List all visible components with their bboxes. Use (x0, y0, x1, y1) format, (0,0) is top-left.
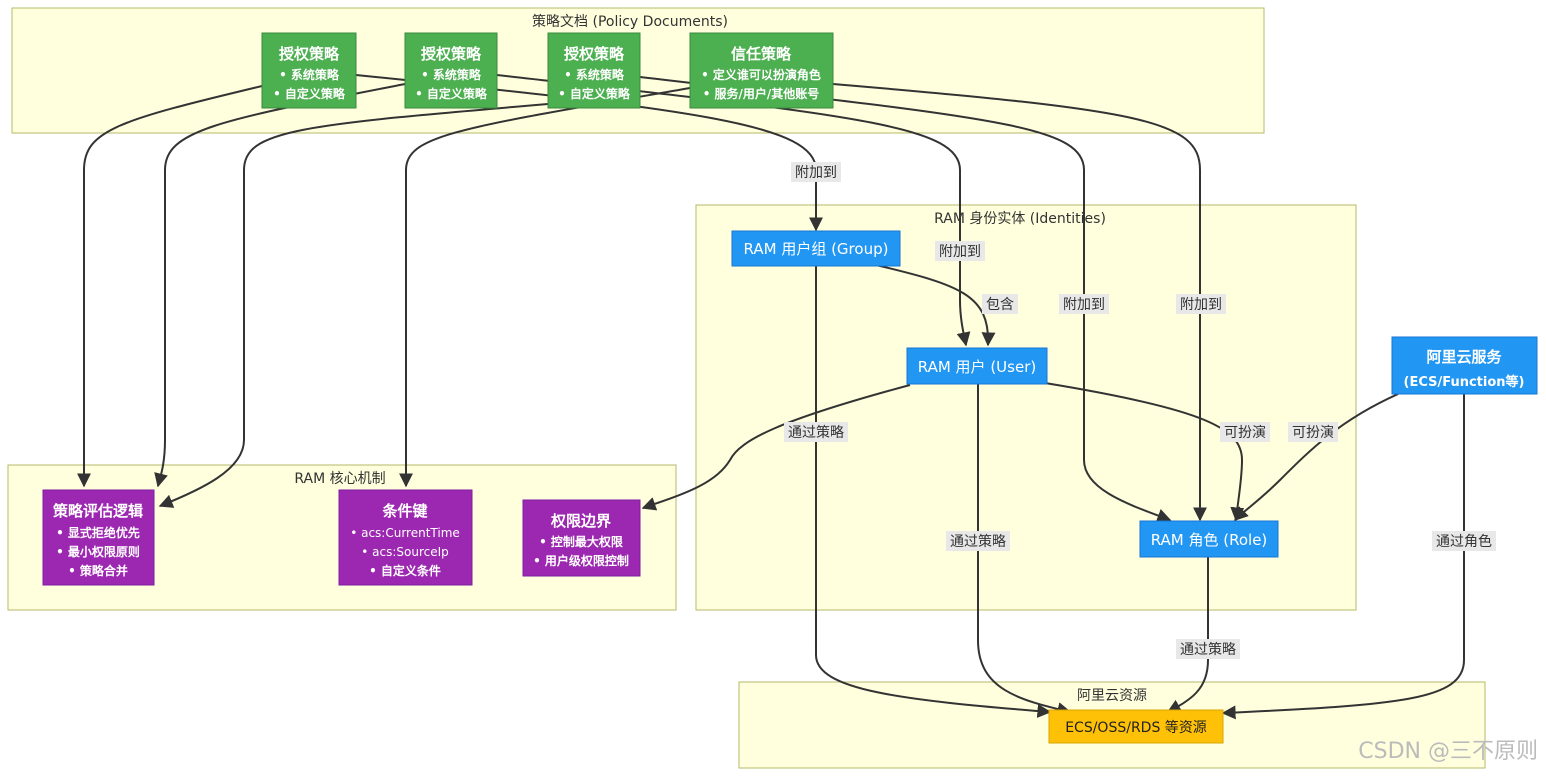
edge-trust-cond (399, 87, 691, 488)
edge-service-role (1234, 393, 1399, 521)
node-condition-keys-line-1: • acs:CurrentTime (350, 526, 460, 540)
node-trust-policy-line-2: • 服务/用户/其他账号 (703, 86, 820, 101)
label-via-role: 通过角色 (1436, 533, 1492, 550)
node-permission-boundary-line-1: • 控制最大权限 (539, 534, 623, 549)
node-aliyun-resources-title: ECS/OSS/RDS 等资源 (1065, 719, 1207, 736)
node-permission-boundary[interactable]: 权限边界 • 控制最大权限 • 用户级权限控制 (522, 499, 641, 577)
watermark: CSDN @三不原则 (1358, 739, 1538, 764)
node-policy-evaluation-line-3: • 策略合并 (68, 563, 128, 578)
node-ram-user-title: RAM 用户 (User) (918, 358, 1036, 376)
cluster-title-resources: 阿里云资源 (1077, 688, 1147, 704)
node-auth-policy-2-title: 授权策略 (421, 45, 482, 63)
edge-role-res (1166, 557, 1209, 713)
node-auth-policy-1-title: 授权策略 (279, 45, 340, 63)
cluster-title-identities: RAM 身份实体 (Identities) (934, 211, 1106, 227)
node-aliyun-resources[interactable]: ECS/OSS/RDS 等资源 (1048, 709, 1224, 744)
edge-user-boundary (641, 384, 911, 511)
node-condition-keys-line-2: • acs:SourceIp (361, 545, 449, 559)
node-auth-policy-3-line-2: • 自定义策略 (558, 86, 631, 101)
edge-user-role (1044, 382, 1245, 522)
node-trust-policy-title: 信任策略 (731, 45, 792, 63)
label-contains: 包含 (986, 297, 1014, 313)
node-auth-policy-1-line-2: • 自定义策略 (273, 86, 346, 101)
edges (77, 74, 1465, 720)
cluster-title-policy: 策略文档 (Policy Documents) (532, 13, 728, 30)
node-auth-policy-2-line-1: • 系统策略 (421, 67, 482, 82)
node-ram-role-title: RAM 角色 (Role) (1151, 531, 1268, 549)
node-ram-group[interactable]: RAM 用户组 (Group) (731, 230, 901, 267)
edge-service-res (1221, 394, 1465, 720)
node-aliyun-service-subtitle: (ECS/Function等) (1404, 374, 1525, 390)
node-policy-evaluation-title: 策略评估逻辑 (52, 502, 143, 520)
edge-auth3-role (639, 76, 1172, 523)
node-auth-policy-3[interactable]: 授权策略 • 系统策略 • 自定义策略 (547, 32, 641, 109)
cluster-title-core: RAM 核心机制 (294, 471, 385, 487)
edge-auth3-eval (158, 103, 549, 508)
label-can-assume-service: 可扮演 (1292, 425, 1334, 441)
node-ram-role[interactable]: RAM 角色 (Role) (1139, 520, 1279, 558)
node-auth-policy-1-line-1: • 系统策略 (279, 67, 340, 82)
node-aliyun-service[interactable]: 阿里云服务 (ECS/Function等) (1391, 336, 1538, 395)
node-ram-group-title: RAM 用户组 (Group) (744, 240, 889, 258)
label-attach-role-2: 附加到 (1180, 297, 1222, 313)
label-via-policy-group: 通过策略 (788, 424, 844, 441)
node-permission-boundary-line-2: • 用户级权限控制 (533, 553, 629, 568)
edge-labels: 附加到 附加到 包含 附加到 附加到 通过策略 可扮演 可扮演 通过策略 通过角… (784, 162, 1496, 659)
edge-group-user (875, 264, 996, 347)
node-ram-user[interactable]: RAM 用户 (User) (906, 347, 1048, 385)
node-aliyun-service-title: 阿里云服务 (1426, 348, 1502, 366)
label-via-policy-user: 通过策略 (950, 533, 1006, 550)
edge-auth2-eval (154, 83, 406, 488)
node-auth-policy-1[interactable]: 授权策略 • 系统策略 • 自定义策略 (261, 32, 357, 109)
label-attach-user: 附加到 (939, 244, 981, 260)
edge-auth1-eval (77, 85, 263, 488)
node-auth-policy-2[interactable]: 授权策略 • 系统策略 • 自定义策略 (404, 32, 498, 109)
label-attach-role-1: 附加到 (1063, 297, 1105, 313)
node-auth-policy-3-title: 授权策略 (564, 45, 625, 63)
node-condition-keys-title: 条件键 (381, 502, 427, 520)
node-condition-keys[interactable]: 条件键 • acs:CurrentTime • acs:SourceIp • 自… (338, 489, 473, 586)
node-policy-evaluation-line-1: • 显式拒绝优先 (56, 525, 140, 540)
node-condition-keys-line-3: • 自定义条件 (369, 563, 441, 578)
label-can-assume-user: 可扮演 (1224, 425, 1266, 441)
node-trust-policy-line-1: • 定义谁可以扮演角色 (701, 67, 821, 82)
node-auth-policy-2-line-2: • 自定义策略 (415, 86, 488, 101)
node-policy-evaluation[interactable]: 策略评估逻辑 • 显式拒绝优先 • 最小权限原则 • 策略合并 (42, 489, 155, 586)
node-permission-boundary-title: 权限边界 (550, 512, 611, 530)
node-trust-policy[interactable]: 信任策略 • 定义谁可以扮演角色 • 服务/用户/其他账号 (689, 32, 834, 109)
node-auth-policy-3-line-1: • 系统策略 (564, 67, 625, 82)
node-policy-evaluation-line-2: • 最小权限原则 (56, 544, 140, 559)
edge-group-res (815, 266, 1052, 718)
label-via-policy-role: 通过策略 (1180, 641, 1236, 658)
edge-user-res (977, 384, 1072, 716)
label-attach-group: 附加到 (795, 165, 837, 181)
edge-trust-role (832, 83, 1207, 522)
